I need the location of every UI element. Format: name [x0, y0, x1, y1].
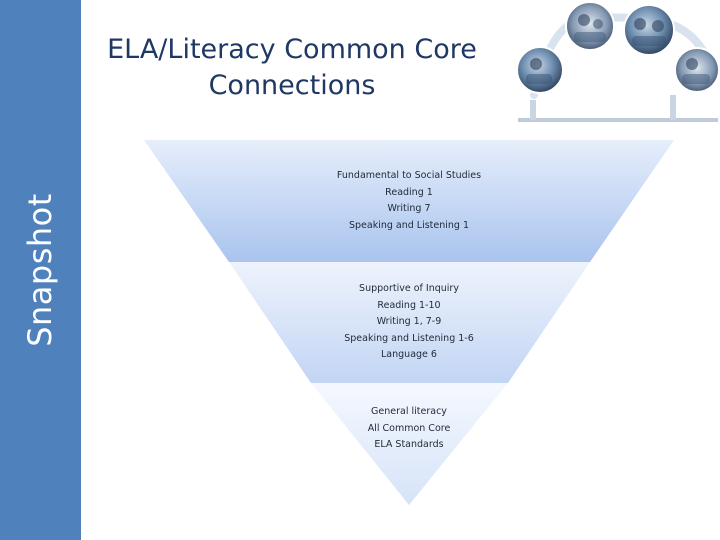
photo-circle-1 — [516, 46, 564, 94]
tier-2-line: Writing 1, 7-9 — [376, 316, 442, 327]
tier-1-line: Writing 7 — [387, 203, 431, 214]
tier-3-shape — [311, 383, 508, 505]
photo-collage — [516, 1, 720, 122]
slide-title: ELA/Literacy Common Core Connections — [100, 32, 484, 104]
tier-1-shape — [144, 140, 674, 262]
collage-arc — [530, 13, 716, 99]
tier-1-text: Fundamental to Social Studies Reading 1 … — [309, 168, 509, 234]
tier-3-heading: General literacy — [371, 406, 447, 417]
title-line-2: Connections — [208, 70, 376, 101]
tier-1-line: Speaking and Listening 1 — [348, 219, 470, 231]
tier-2-line: Reading 1-10 — [377, 299, 441, 311]
photo-circle-3 — [623, 4, 675, 56]
photo-circle-2 — [565, 1, 615, 51]
tier-2-line: Language 6 — [381, 349, 437, 360]
tier-2-text: Supportive of Inquiry Reading 1-10 Writi… — [309, 281, 509, 364]
tier-2-heading: Supportive of Inquiry — [359, 283, 459, 294]
tier-3-line: ELA Standards — [374, 439, 444, 450]
photo-circle-4 — [674, 47, 720, 93]
tier-1-line: Reading 1 — [385, 186, 433, 198]
tier-3-line: All Common Core — [367, 422, 451, 434]
sidebar-band: Snapshot — [0, 0, 81, 540]
tier-1-heading: Fundamental to Social Studies — [336, 170, 482, 181]
title-line-1: ELA/Literacy Common Core — [107, 34, 477, 65]
collage-base-bar — [518, 118, 718, 122]
tier-3-text: General literacy All Common Core ELA Sta… — [309, 404, 509, 454]
tier-2-shape — [229, 262, 590, 383]
tier-2-line: Speaking and Listening 1-6 — [344, 332, 474, 344]
